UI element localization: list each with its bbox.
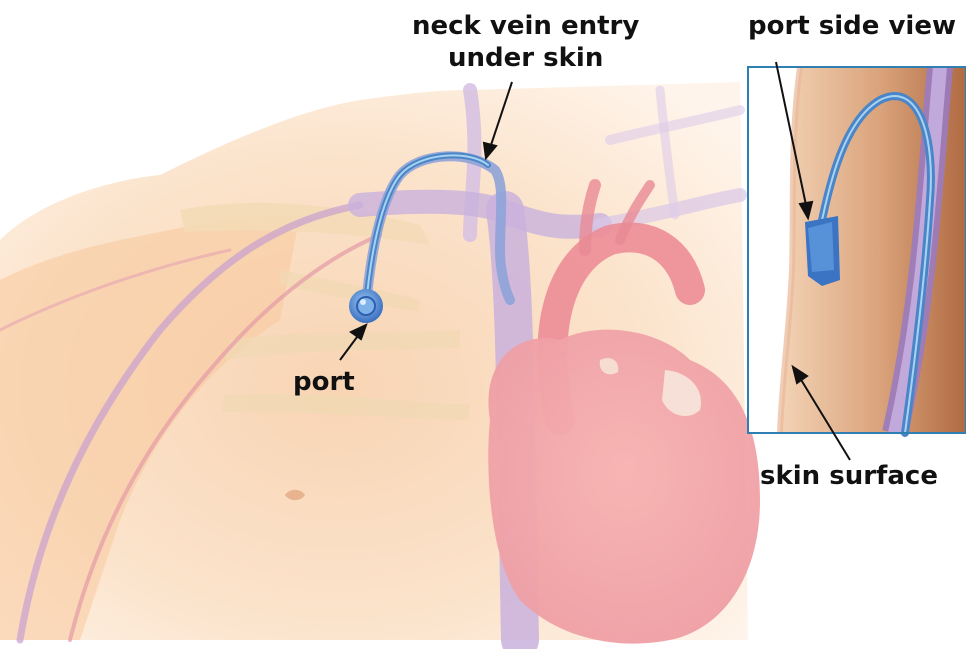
port-side-view-label: port side view — [748, 12, 956, 40]
side-view-inset — [748, 67, 966, 433]
port-label: port — [293, 368, 355, 396]
neck-vein-label-line2: under skin — [448, 44, 603, 72]
neck-vein-label-line1: neck vein entry — [412, 12, 639, 40]
port-device — [349, 289, 383, 323]
skin-surface-label: skin surface — [760, 462, 938, 490]
